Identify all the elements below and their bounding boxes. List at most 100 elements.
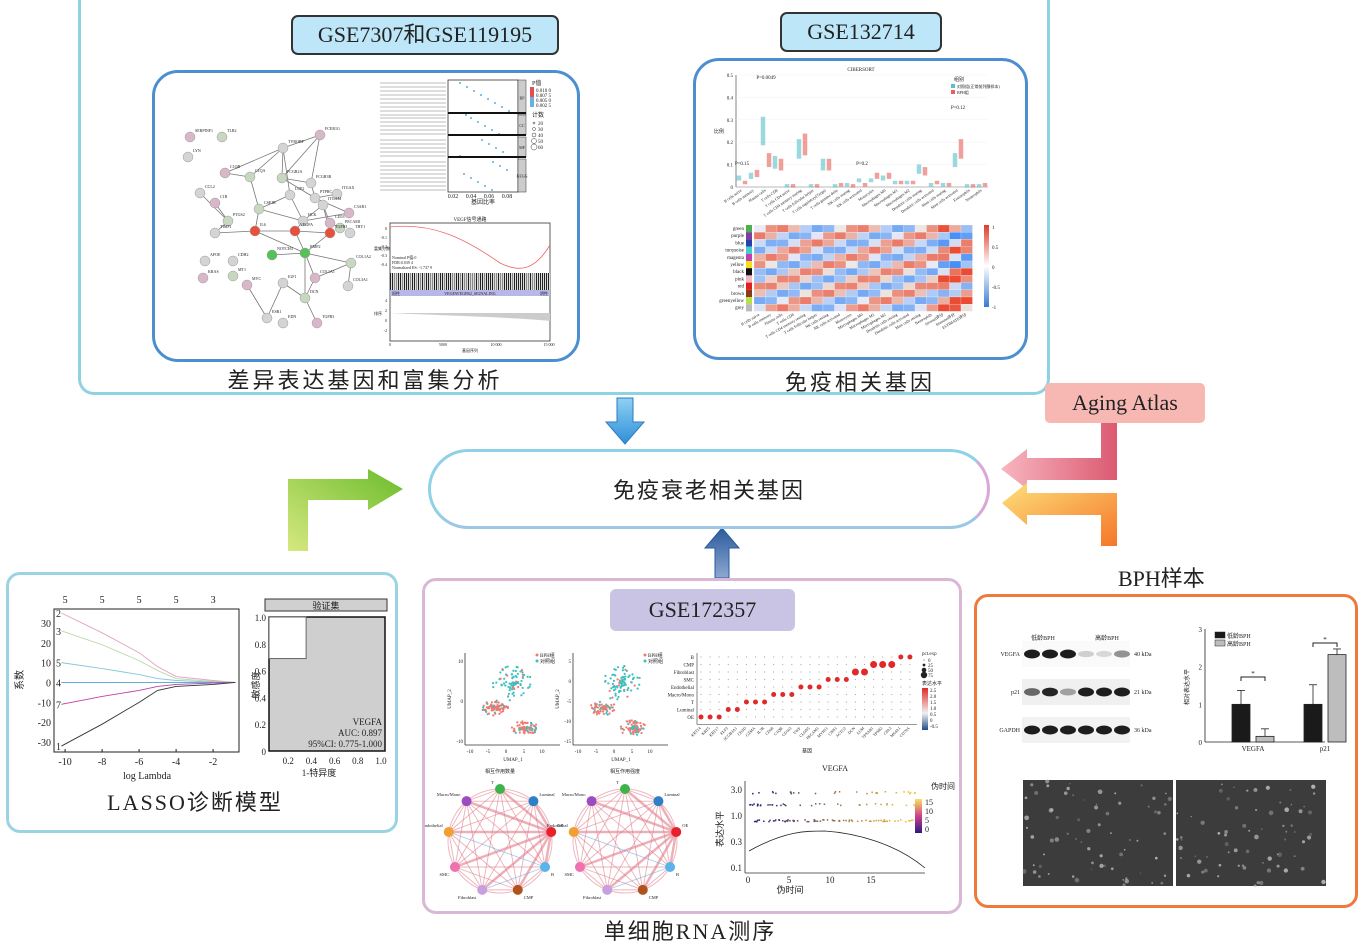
ppi-gene-label: TGFB3 <box>335 224 347 229</box>
gsea-lower-y-tick: -2 <box>384 328 387 333</box>
network-edge <box>454 830 552 869</box>
go-count-dot <box>531 132 537 138</box>
ppi-node <box>266 249 278 261</box>
dotplot-dot <box>763 693 766 696</box>
lasso-y-tick: 0 <box>46 678 51 689</box>
lasso-coef-path <box>61 612 236 683</box>
ppi-edge <box>271 252 306 256</box>
microscopy-cell <box>1066 786 1070 791</box>
umap-cell <box>595 704 598 708</box>
network-node <box>546 826 557 837</box>
umap-cell <box>481 706 485 709</box>
umap-cell <box>640 731 643 735</box>
microscopy-cell <box>1203 868 1208 873</box>
ppi-gene-label: COL1A2 <box>356 254 371 259</box>
umap-legend-label: BPH组 <box>648 652 663 659</box>
dotplot-dot <box>754 693 757 696</box>
dotplot-size-tick: 0 <box>928 659 931 664</box>
dotplot-dot <box>718 671 720 673</box>
microscopy-cell <box>1024 815 1030 821</box>
dotplot-dot <box>854 678 857 681</box>
dotplot-color-legend-title: 表达水平 <box>922 680 942 687</box>
network-edge <box>606 788 626 890</box>
go-facet-strip <box>517 158 527 193</box>
umap-cell <box>499 671 502 674</box>
go-dot <box>492 161 494 163</box>
umap-cell <box>502 704 506 708</box>
dotplot-gene-label: CD3D <box>736 726 747 737</box>
dotplot-dot <box>909 678 911 681</box>
cibersort-y-tick: 0 <box>731 186 734 191</box>
microscopy-cell <box>1303 805 1306 808</box>
umap-cell <box>637 730 640 733</box>
network-edge <box>573 800 592 833</box>
network-edge <box>448 800 534 833</box>
network-edge <box>499 788 553 833</box>
microscopy-cell <box>1032 864 1035 867</box>
dotplot-dot <box>736 716 738 718</box>
bar-category-label: VEGFA <box>1242 745 1265 753</box>
umap-x-tick: -5 <box>594 750 599 755</box>
network-node-label: T <box>491 780 494 785</box>
umap-x-tick: 10 <box>648 750 654 755</box>
gsea-hit <box>524 273 525 290</box>
umap-cell <box>607 682 610 685</box>
umap-cell <box>632 730 635 733</box>
dotplot-gene-label: CD68 <box>764 726 774 736</box>
umap-cell <box>516 680 520 684</box>
pseudotime-cell <box>758 819 761 821</box>
dotplot-color-tick: 0.5 <box>930 713 937 718</box>
western-band <box>1114 650 1130 658</box>
network-node <box>443 826 454 837</box>
gsea-hit <box>500 273 501 290</box>
umap-cell <box>621 731 624 734</box>
microscopy-cell <box>1030 783 1034 787</box>
umap-cell <box>497 704 501 707</box>
pseudotime-cell <box>866 792 868 795</box>
ppi-node <box>184 131 196 143</box>
umap-y-tick: -5 <box>567 700 572 705</box>
dotplot-dot <box>836 656 838 658</box>
dotplot-dot <box>736 656 738 658</box>
gsea-hit <box>530 273 531 290</box>
dotplot-dot <box>709 693 711 696</box>
ppi-node <box>194 187 206 199</box>
umap-cell <box>514 669 517 673</box>
pseudotime-cell <box>775 819 777 821</box>
ppi-node <box>311 317 323 329</box>
umap-y-tick: -15 <box>564 740 571 745</box>
network-edge <box>454 801 468 868</box>
pseudotime-cell <box>796 820 799 822</box>
pseudotime-cell <box>814 803 817 805</box>
pseudotime-cell <box>772 820 775 822</box>
network-edge <box>448 831 519 891</box>
pseudotime-cell <box>756 804 759 807</box>
umap-cell <box>627 723 630 726</box>
microscopy-cell <box>1194 855 1197 858</box>
network-node <box>586 796 597 807</box>
umap-cell <box>623 677 627 681</box>
umap-cell <box>518 731 521 734</box>
pseudotime-colorbar <box>915 799 922 833</box>
microscopy-cell <box>1180 836 1183 839</box>
dotplot-dot <box>700 678 702 681</box>
dotplot-dot <box>909 671 911 673</box>
umap-cell <box>592 711 595 714</box>
pseudotime-cell <box>767 804 769 806</box>
umap-cell <box>636 676 639 679</box>
network-edge <box>579 866 643 891</box>
dotplot-dot <box>716 714 722 720</box>
gsea-hit <box>466 273 467 290</box>
umap-cell <box>627 727 630 731</box>
cibersort-violin <box>982 183 988 187</box>
pseudotime-cell <box>834 791 837 793</box>
dotplot-dot <box>827 686 829 688</box>
dotplot-dot <box>900 716 902 718</box>
umap-cell <box>512 694 516 697</box>
cibersort-y-tick: 0.3 <box>727 119 734 124</box>
dotplot-dot <box>836 708 838 711</box>
go-count-dot <box>532 121 536 125</box>
gsea-x-tick: 15 000 <box>544 342 555 347</box>
dotplot-dot <box>870 661 878 668</box>
